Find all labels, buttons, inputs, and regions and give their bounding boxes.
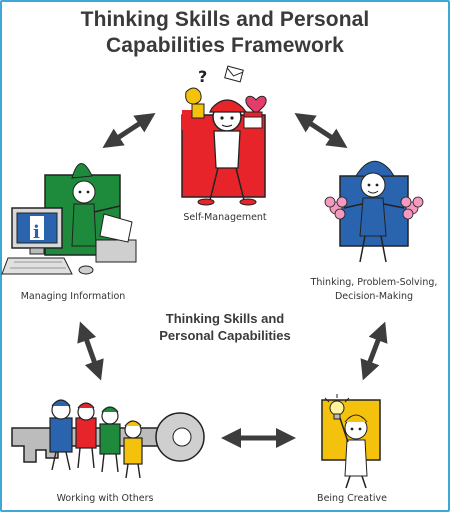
center-label-line2: Personal Capabilities xyxy=(159,328,291,343)
thinking-label-line1: Thinking, Problem-Solving, xyxy=(310,277,438,288)
svg-text:?: ? xyxy=(198,67,207,86)
arrow-self-to-info xyxy=(102,113,156,148)
computer-figure-icon: i xyxy=(1,163,137,275)
self-management-label: Self-Management xyxy=(183,212,267,223)
lightbulb-figure-icon xyxy=(321,394,381,489)
diagram-title-line2: Capabilities Framework xyxy=(106,34,344,57)
diagram-title-line1: Thinking Skills and Personal xyxy=(80,8,370,31)
being-creative-label: Being Creative xyxy=(317,493,387,504)
arrow-thinking-to-creative xyxy=(360,321,388,381)
center-label-line1: Thinking Skills and xyxy=(165,311,285,326)
thinking-label-line2: Decision-Making xyxy=(334,291,414,302)
managing-information-label: Managing Information xyxy=(20,291,126,302)
arrow-self-to-thinking xyxy=(294,113,348,148)
key-team-icon xyxy=(11,399,205,479)
working-with-others-label: Working with Others xyxy=(56,493,154,504)
svg-text:i: i xyxy=(33,222,40,243)
arrows xyxy=(77,113,388,448)
arrow-info-to-others xyxy=(77,321,104,381)
self-management-icon: ? xyxy=(181,65,267,206)
cheering-figure-icon xyxy=(324,160,424,263)
